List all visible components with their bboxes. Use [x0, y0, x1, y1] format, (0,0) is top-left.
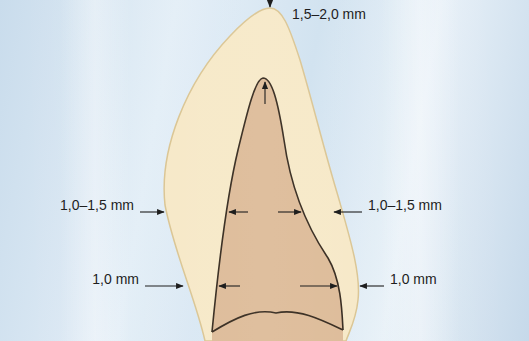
- dimension-label: 1,0–1,5 mm: [60, 197, 134, 213]
- dimension-label: 1,0 mm: [390, 271, 437, 287]
- dimension-arrow: [264, 82, 265, 104]
- dimension-arrow: [219, 285, 240, 286]
- dimension-arrow: [269, 0, 270, 7]
- dimension-arrow: [278, 211, 301, 212]
- dimension-label: 1,5–2,0 mm: [292, 6, 366, 22]
- dimension-label: 1,0–1,5 mm: [368, 197, 442, 213]
- dimension-arrow: [360, 285, 384, 286]
- dimension-arrow: [334, 211, 362, 212]
- dimension-label: 1,0 mm: [92, 271, 139, 287]
- dimension-arrow: [145, 285, 183, 286]
- dimension-arrow: [300, 285, 337, 286]
- dimension-arrow: [229, 211, 248, 212]
- dimension-arrow: [140, 211, 164, 212]
